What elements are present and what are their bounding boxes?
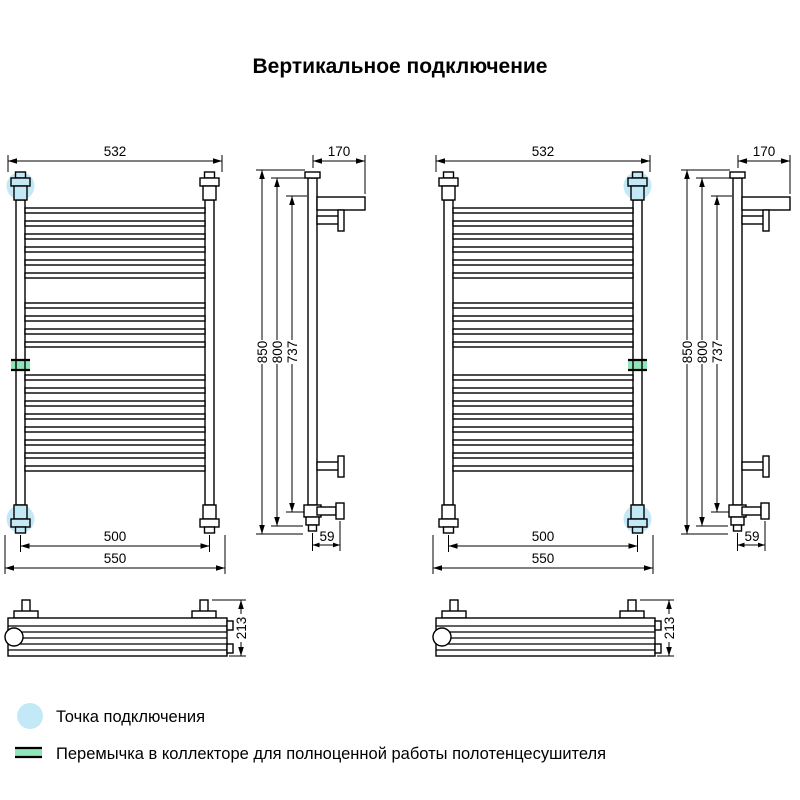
connection-point-bottom-left-1 <box>6 505 35 533</box>
connection-point-bottom-right-2 <box>623 505 652 533</box>
legend-jumper-swatch <box>15 746 42 759</box>
front-view-2 <box>432 143 654 575</box>
top-view-2 <box>432 599 678 657</box>
legend-connection-swatch <box>17 703 43 729</box>
side-view-1 <box>254 143 366 552</box>
legend-jumper-label: Перемычка в коллекторе для полноценной р… <box>56 745 606 763</box>
connection-point-top-left-1 <box>6 172 35 200</box>
front-view-1 <box>4 143 226 575</box>
page-title: Вертикальное подключение <box>252 55 547 78</box>
legend-connection-label: Точка подключения <box>56 708 205 726</box>
jumper-mark-2 <box>628 358 647 372</box>
connection-point-top-right-2 <box>623 172 652 200</box>
jumper-mark-1 <box>11 358 30 372</box>
top-view-1 <box>4 599 250 657</box>
side-view-2 <box>679 143 791 552</box>
legend: Точка подключения Перемычка в коллекторе… <box>15 703 606 763</box>
